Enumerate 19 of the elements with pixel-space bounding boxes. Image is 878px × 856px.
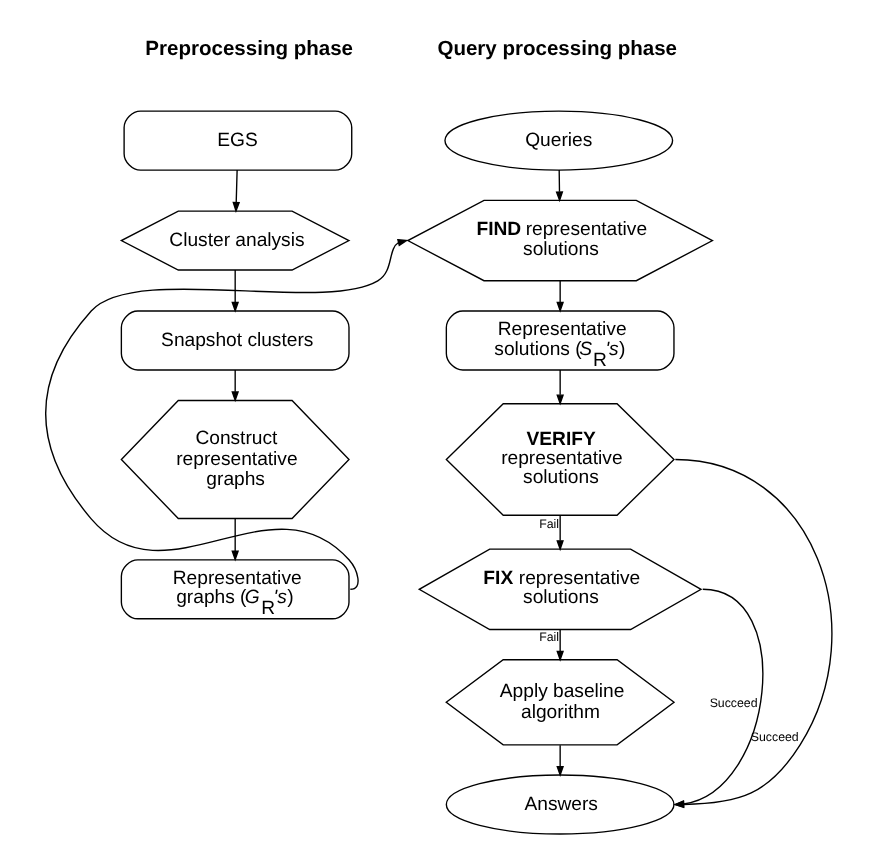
arrow [556,369,564,406]
arrow [231,369,240,403]
arrow [555,169,564,203]
arrow [556,629,564,662]
node-ellipse: Queries [444,110,674,171]
arrow [556,280,564,313]
node-box: Snapshot clusters [120,310,350,371]
arrow [556,744,564,778]
arrow [231,269,240,313]
arrow [232,169,241,213]
label: Query processing phase [437,38,678,61]
node-ellipse: Answers [445,774,675,835]
arrow [556,514,564,552]
arrow [231,518,240,562]
arrow [44,238,409,590]
node-box: EGS [123,110,353,171]
arrow [673,588,764,808]
arrow [673,458,832,809]
label: Preprocessing phase [145,38,354,61]
